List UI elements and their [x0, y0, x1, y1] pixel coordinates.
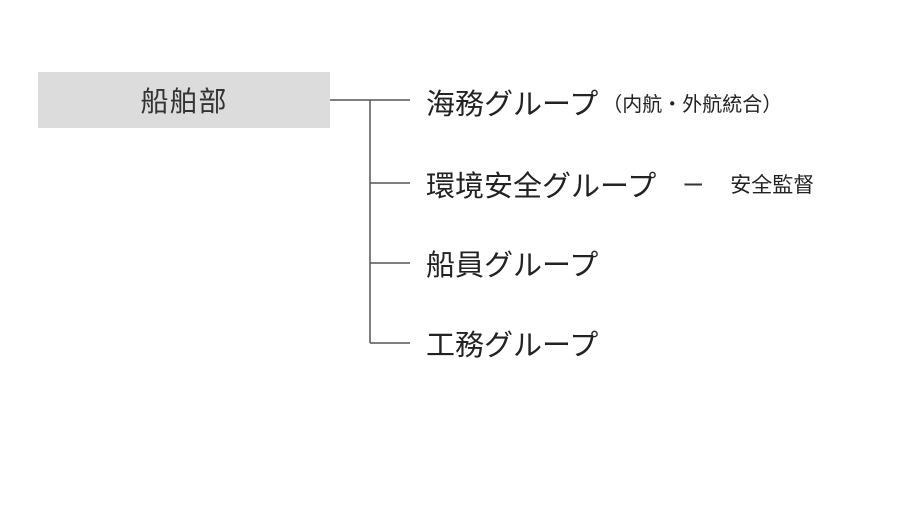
- group-label: 海務グループ: [426, 87, 599, 121]
- root-department-label: 船舶部: [140, 85, 228, 118]
- group-label: 船員グループ: [426, 248, 599, 282]
- group-node-kaimu: 海務グループ （内航・外航統合）: [426, 82, 782, 122]
- root-department-box: 船舶部: [38, 72, 330, 128]
- group-node-kankyo-anzen: 環境安全グループ ー 安全監督: [426, 164, 814, 204]
- group-label: 工務グループ: [426, 328, 599, 362]
- group-label: 環境安全グループ: [426, 169, 657, 203]
- group-node-komu: 工務グループ: [426, 323, 598, 363]
- group-note: （内航・外航統合）: [602, 91, 783, 116]
- group-node-senin: 船員グループ: [426, 243, 598, 283]
- group-sub-role: 安全監督: [730, 173, 815, 197]
- group-dash: ー: [682, 174, 705, 199]
